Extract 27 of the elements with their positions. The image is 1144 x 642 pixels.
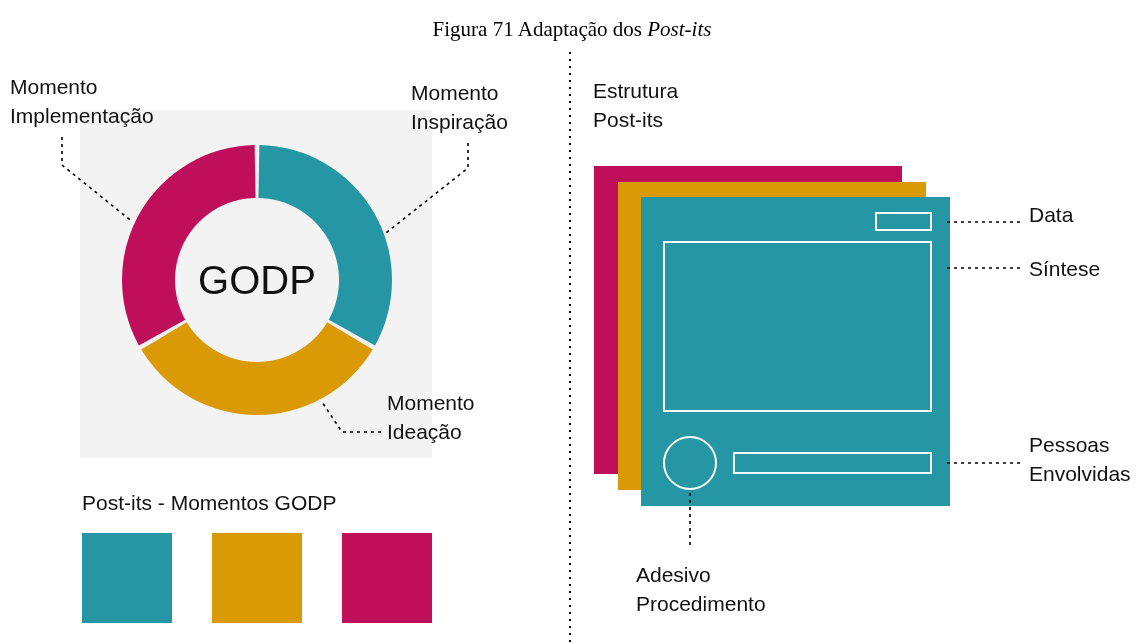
leader-line [384,142,469,234]
people-field [733,452,932,474]
post-it-card [594,166,902,474]
post-it-square [212,533,302,623]
leader-line [945,462,1021,464]
callout-label: Momento Ideação [387,388,507,446]
leader-line [320,400,382,433]
leader-line [945,267,1021,269]
callout-label: Momento Inspiração [411,78,531,136]
callout-label: Momento Implementação [10,72,190,130]
synthesis-field [663,241,932,412]
ring-segment [141,322,373,415]
section-heading: Estrutura Post-its [593,78,680,133]
section-heading: Post-its - Momentos GODP [82,490,338,516]
title: Figura 71 Adaptação dos Post-its [431,16,713,43]
leader-line [689,491,691,546]
center-label: GODP [187,255,327,305]
post-it-card [641,197,950,506]
callout-label: Data [1029,200,1109,230]
post-it-square [342,533,432,623]
callout-label: Síntese [1029,254,1129,284]
callout-label: Pessoas Envolvidas [1029,430,1144,488]
callout-label: Adesivo Procedimento [636,560,806,618]
post-it-card [618,182,926,490]
post-it-square [82,533,172,623]
leader-line [945,221,1021,223]
date-field [875,212,932,231]
